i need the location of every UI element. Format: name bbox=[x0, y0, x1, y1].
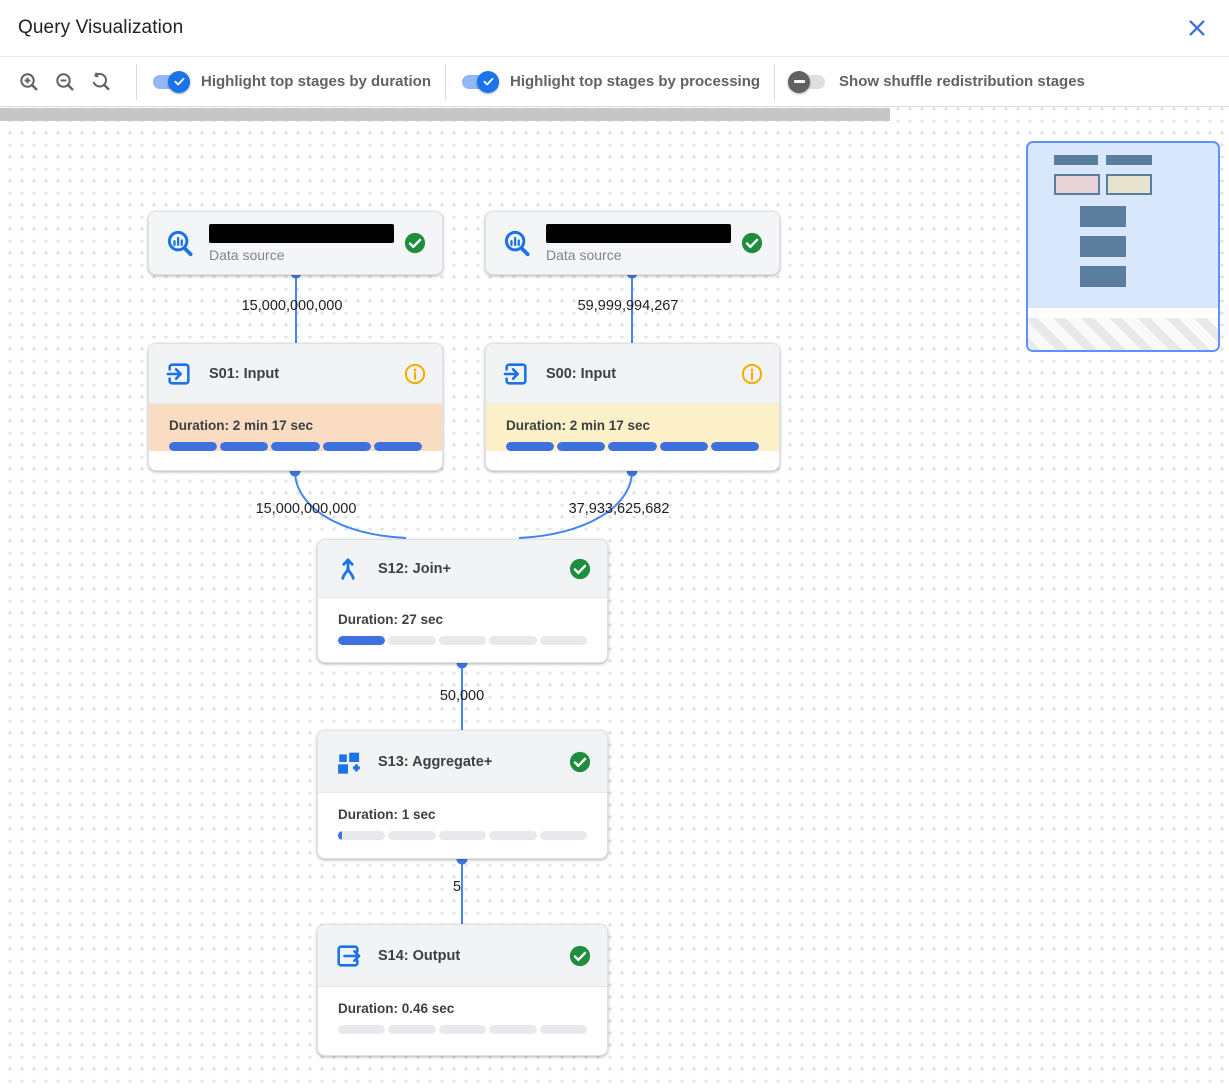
minimap[interactable] bbox=[1026, 141, 1220, 352]
minimap-hatch-area bbox=[1028, 318, 1218, 350]
edge-row-count: 15,000,000,000 bbox=[255, 501, 357, 517]
success-check-icon bbox=[569, 945, 591, 966]
panel-header: Query Visualization bbox=[0, 0, 1229, 57]
minimap-node bbox=[1106, 155, 1152, 165]
data-source-label: Data source bbox=[546, 246, 622, 263]
stage-progress-bar bbox=[338, 1025, 588, 1034]
edge-row-count: 5 bbox=[452, 879, 462, 895]
success-check-icon bbox=[404, 232, 426, 254]
toggle-thumb bbox=[168, 70, 190, 93]
toggle-thumb bbox=[477, 70, 499, 93]
graph-canvas[interactable]: 15,000,000,000 59,999,994,267 15,000,000… bbox=[0, 107, 1229, 1090]
stage-body: Duration: 2 min 17 sec bbox=[486, 404, 779, 451]
stage-progress-bar bbox=[169, 442, 423, 451]
info-icon[interactable] bbox=[741, 363, 763, 385]
success-check-icon bbox=[741, 232, 763, 254]
minimap-node-highlight-processing bbox=[1106, 174, 1152, 195]
zoom-in-icon bbox=[20, 72, 38, 91]
aggregate-icon bbox=[338, 752, 360, 774]
stage-duration: Duration: 2 min 17 sec bbox=[506, 418, 651, 433]
stage-duration: Duration: 2 min 17 sec bbox=[169, 418, 314, 433]
page-title: Query Visualization bbox=[18, 17, 184, 38]
check-icon bbox=[483, 77, 493, 86]
stage-node-s00[interactable]: S00: Input Duration: 2 min 17 sec bbox=[485, 343, 780, 471]
toggle-group-shuffle: Show shuffle redistribution stages bbox=[788, 70, 1085, 93]
join-icon bbox=[341, 558, 355, 580]
horizontal-scrollbar-thumb[interactable] bbox=[0, 108, 890, 121]
redacted-table-name bbox=[209, 223, 394, 243]
input-icon bbox=[503, 362, 527, 385]
stage-body: Duration: 27 sec bbox=[318, 598, 607, 645]
success-check-icon bbox=[569, 558, 591, 579]
edge-row-count: 59,999,994,267 bbox=[577, 298, 679, 314]
stage-body: Duration: 1 sec bbox=[318, 793, 607, 840]
stage-title: S12: Join+ bbox=[378, 560, 451, 577]
toolbar-divider bbox=[445, 63, 446, 100]
edge-row-count: 37,933,625,682 bbox=[568, 501, 670, 517]
toggle-group-processing: Highlight top stages by processing bbox=[460, 70, 761, 93]
stage-body: Duration: 0.46 sec bbox=[318, 987, 607, 1034]
stage-node-s12[interactable]: S12: Join+ Duration: 27 sec bbox=[317, 539, 608, 663]
minimap-node bbox=[1080, 236, 1126, 257]
redacted-table-name bbox=[546, 223, 731, 243]
stage-body: Duration: 2 min 17 sec bbox=[149, 404, 442, 451]
toggle-label-processing: Highlight top stages by processing bbox=[510, 73, 761, 90]
check-icon bbox=[174, 77, 184, 86]
stage-duration: Duration: 27 sec bbox=[338, 612, 444, 627]
data-source-label: Data source bbox=[209, 246, 285, 263]
input-icon bbox=[166, 362, 190, 385]
stage-node-s13[interactable]: S13: Aggregate+ Duration: 1 sec bbox=[317, 730, 608, 859]
stage-node-s01[interactable]: S01: Input Duration: 2 min 17 sec bbox=[148, 343, 443, 471]
minimap-node bbox=[1054, 155, 1098, 165]
zoom-out-icon bbox=[56, 72, 74, 91]
output-icon bbox=[337, 944, 361, 967]
stage-progress-bar bbox=[338, 636, 588, 645]
toolbar-divider bbox=[136, 63, 137, 100]
stage-title: S01: Input bbox=[209, 365, 280, 382]
minus-icon bbox=[793, 80, 805, 83]
toggle-label-duration: Highlight top stages by duration bbox=[201, 73, 431, 90]
toolbar-divider bbox=[774, 63, 776, 100]
minimap-footer bbox=[1028, 308, 1218, 350]
data-source-icon bbox=[167, 230, 193, 257]
data-source-node[interactable]: Data source bbox=[148, 211, 443, 275]
show-shuffle-toggle[interactable] bbox=[788, 70, 827, 93]
zoom-reset-button[interactable] bbox=[86, 67, 116, 97]
close-icon bbox=[1189, 20, 1205, 36]
stage-duration: Duration: 0.46 sec bbox=[338, 1001, 455, 1016]
success-check-icon bbox=[569, 751, 591, 772]
info-icon[interactable] bbox=[404, 363, 426, 385]
stage-progress-bar bbox=[506, 442, 760, 451]
edge-row-count: 15,000,000,000 bbox=[241, 298, 343, 314]
stage-title: S00: Input bbox=[546, 365, 617, 382]
highlight-duration-toggle[interactable] bbox=[151, 70, 190, 93]
minimap-node bbox=[1080, 206, 1126, 227]
zoom-in-button[interactable] bbox=[14, 67, 44, 97]
stage-title: S14: Output bbox=[378, 947, 461, 964]
toggle-label-shuffle: Show shuffle redistribution stages bbox=[839, 73, 1085, 90]
zoom-reset-icon bbox=[92, 71, 110, 91]
minimap-node-highlight-duration bbox=[1054, 174, 1100, 195]
minimap-node bbox=[1080, 266, 1126, 287]
highlight-processing-toggle[interactable] bbox=[460, 70, 499, 93]
stage-progress-bar bbox=[338, 831, 588, 840]
toggle-thumb bbox=[788, 70, 811, 93]
data-source-icon bbox=[504, 230, 530, 257]
close-button[interactable] bbox=[1183, 14, 1211, 42]
edge-row-count: 50,000 bbox=[439, 688, 485, 704]
data-source-node[interactable]: Data source bbox=[485, 211, 780, 275]
stage-title: S13: Aggregate+ bbox=[378, 753, 493, 770]
stage-node-s14[interactable]: S14: Output Duration: 0.46 sec bbox=[317, 924, 608, 1056]
stage-duration: Duration: 1 sec bbox=[338, 807, 436, 822]
zoom-out-button[interactable] bbox=[50, 67, 80, 97]
graph-toolbar: Highlight top stages by duration Highlig… bbox=[0, 57, 1229, 107]
toggle-group-duration: Highlight top stages by duration bbox=[151, 70, 431, 93]
